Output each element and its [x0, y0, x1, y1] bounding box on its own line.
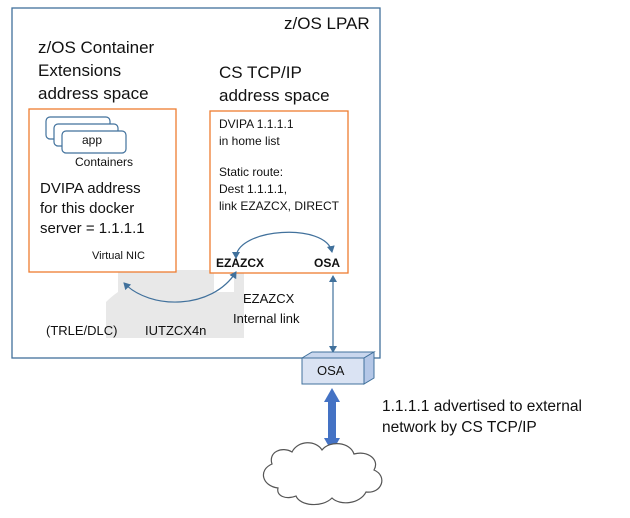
external-note-line-2: network by CS TCP/IP [382, 419, 537, 436]
external-note-line-1: 1.1.1.1 advertised to external [382, 398, 582, 415]
zcx-title-line-3: address space [38, 84, 149, 103]
zcx-title-line-1: z/OS Container [38, 38, 155, 57]
static-route-line-2: Dest 1.1.1.1, [219, 182, 288, 196]
zcx-dvipa-line-2: for this docker [40, 200, 135, 217]
zcx-title-line-2: Extensions [38, 61, 122, 80]
lpar-title: z/OS LPAR [284, 14, 370, 33]
tcpip-title-line-2: address space [219, 86, 330, 105]
zcx-dvipa-line-1: DVIPA address [40, 180, 141, 197]
static-route-line-1: Static route: [219, 165, 284, 179]
osa-device-label: OSA [317, 363, 345, 378]
tcpip-dvipa-line-1: DVIPA 1.1.1.1 [219, 117, 294, 131]
static-route-line-3: link EZAZCX, DIRECT [219, 199, 340, 213]
app-label: app [82, 133, 103, 147]
tcpip-osa-label: OSA [314, 256, 341, 270]
iutzcx-label: IUTZCX4n [145, 323, 207, 338]
trle-label: (TRLE/DLC) [46, 323, 118, 338]
tcpip-title-line-1: CS TCP/IP [219, 63, 302, 82]
external-network-arrow [324, 388, 340, 452]
app-containers-stack [45, 116, 127, 154]
lpar-box [11, 7, 381, 359]
osa-device-box [300, 351, 376, 385]
internal-link-arrow [123, 271, 237, 303]
route-arc [232, 231, 335, 259]
link-name-label: EZAZCX [243, 291, 295, 306]
network-cloud [262, 442, 383, 506]
link-desc-label: Internal link [233, 311, 300, 326]
tcpip-dvipa-line-2: in home list [219, 134, 280, 148]
containers-label: Containers [75, 155, 134, 169]
tcpip-ezazcx-label: EZAZCX [216, 256, 264, 270]
zcx-dvipa-line-3: server = 1.1.1.1 [40, 220, 145, 237]
virtual-nic-label: Virtual NIC [92, 250, 145, 262]
